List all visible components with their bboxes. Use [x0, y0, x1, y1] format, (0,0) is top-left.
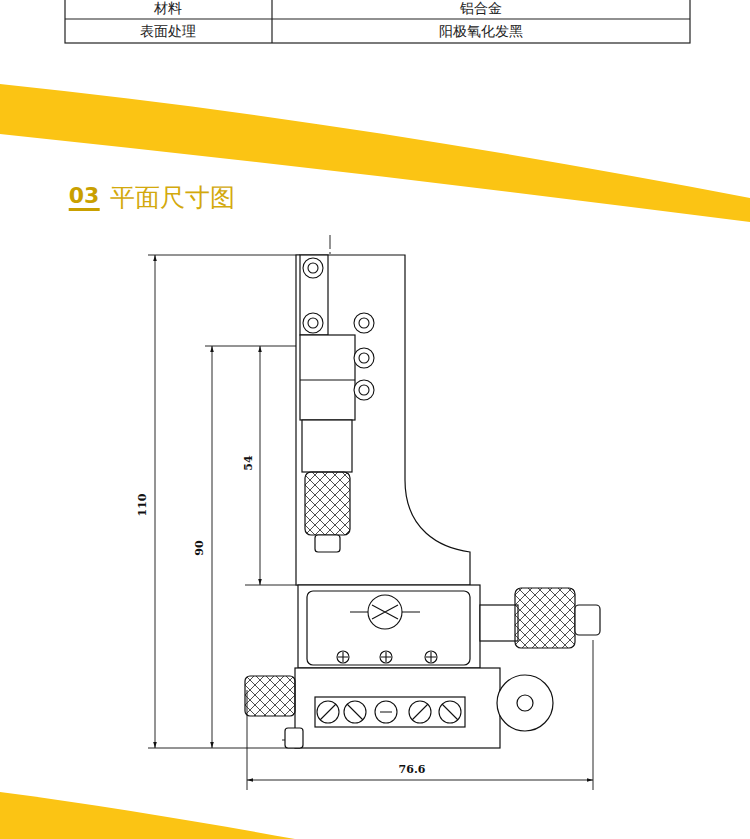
table-cell: 阳极氧化发黑	[439, 23, 523, 39]
table-cell: 表面处理	[140, 23, 196, 39]
section-number: 03	[69, 185, 100, 211]
yellow-band	[0, 792, 295, 839]
stage-part	[245, 255, 600, 748]
dimension-value: 110	[137, 493, 150, 518]
table-cell: 材料	[154, 0, 182, 16]
yellow-band	[0, 84, 750, 222]
spec-table	[65, 0, 690, 43]
dimension-lines	[148, 235, 593, 790]
screws	[303, 258, 461, 723]
dimension-value: 76.6	[398, 764, 427, 777]
table-cell: 铝合金	[460, 0, 502, 16]
dimension-value: 90	[194, 539, 207, 556]
dimension-value: 54	[243, 454, 256, 471]
section-title: 平面尺寸图	[110, 184, 235, 213]
